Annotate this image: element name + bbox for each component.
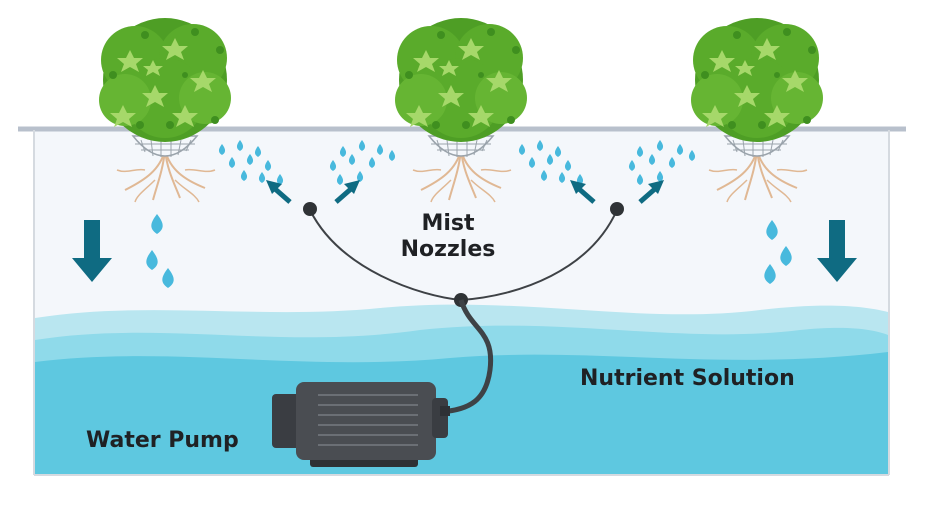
nozzle-left [303,202,317,216]
flow-arrow-icon [72,220,857,282]
mist-label-line2: Nozzles [400,237,496,262]
flow-arrow-icon [266,180,664,204]
mist-label-line1: Mist [421,211,475,236]
water-pump-label: Water Pump [86,428,239,453]
pump-hose [439,299,494,415]
nutrient-solution-label: Nutrient Solution [580,366,795,391]
nozzle-right [610,202,624,216]
plant-icon [691,18,823,142]
nutrient-solution-water [34,304,889,476]
plant-icon [99,18,231,142]
mist-nozzles-label: Mist Nozzles [378,211,518,263]
water-pump-icon [272,382,450,467]
plant-icon [395,18,527,142]
